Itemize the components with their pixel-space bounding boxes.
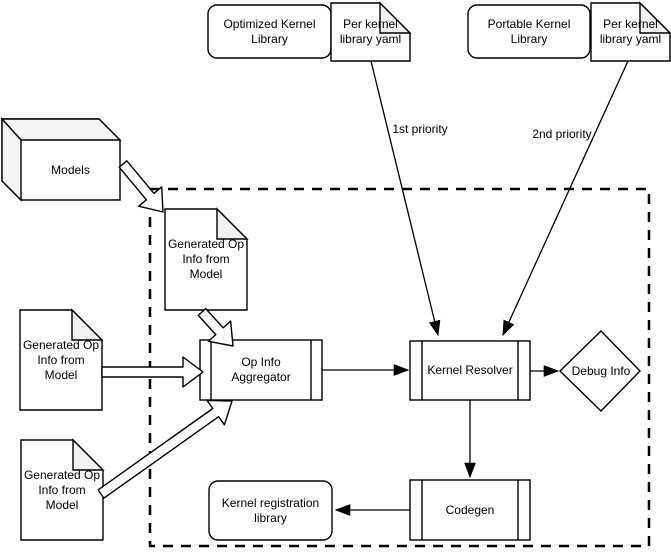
- node-op-info-aggregator[interactable]: [199, 339, 323, 401]
- edge-optimized-yaml-to-resolver[interactable]: [370, 60, 441, 337]
- node-kernel-registration-library[interactable]: [208, 480, 333, 541]
- node-generated-op-info-mid[interactable]: [19, 308, 104, 411]
- note-fold-icon: [639, 1, 671, 34]
- note-fold-icon: [71, 308, 104, 341]
- edge-op-info-bottom-to-aggregator[interactable]: [97, 399, 233, 499]
- note-fold-icon: [72, 438, 105, 471]
- node-codegen[interactable]: [409, 479, 531, 541]
- node-models[interactable]: [0, 117, 122, 202]
- edge-portable-yaml-to-resolver[interactable]: [502, 60, 629, 337]
- node-generated-op-info-top[interactable]: [164, 207, 249, 311]
- node-optimized-kernel-library[interactable]: [207, 4, 332, 59]
- edge-op-info-mid-to-aggregator[interactable]: [101, 356, 204, 388]
- edge-op-info-top-to-aggregator[interactable]: [197, 307, 234, 347]
- node-portable-kernel-library[interactable]: [467, 4, 591, 59]
- node-kernel-resolver[interactable]: [409, 340, 531, 401]
- node-per-kernel-yaml-portable[interactable]: [590, 1, 671, 62]
- note-fold-icon: [379, 1, 412, 34]
- edge-models-to-op-info[interactable]: [118, 160, 164, 213]
- node-debug-info[interactable]: [558, 330, 641, 412]
- note-fold-icon: [216, 207, 249, 240]
- node-per-kernel-yaml-optimized[interactable]: [330, 1, 412, 62]
- node-generated-op-info-bottom[interactable]: [20, 438, 105, 541]
